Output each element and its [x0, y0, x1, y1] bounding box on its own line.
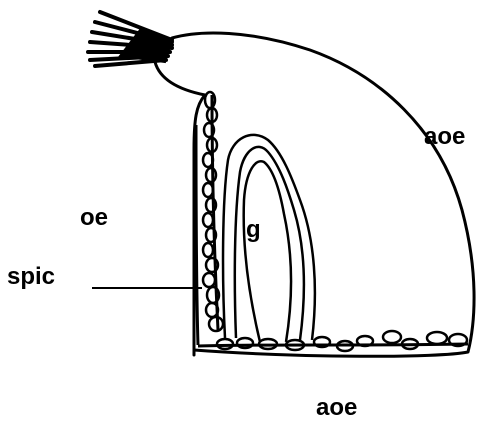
label-spic: spic — [7, 265, 55, 289]
cilia-tuft — [88, 12, 172, 66]
basal-bead-row — [217, 331, 467, 351]
label-aoe-right: aoe — [424, 125, 465, 149]
label-oe: oe — [80, 206, 108, 230]
gland-inner — [244, 161, 291, 342]
basal-line — [198, 344, 468, 346]
label-g: g — [246, 218, 261, 242]
inner-column-wall — [196, 125, 198, 345]
label-aoe-bottom: aoe — [316, 396, 357, 420]
